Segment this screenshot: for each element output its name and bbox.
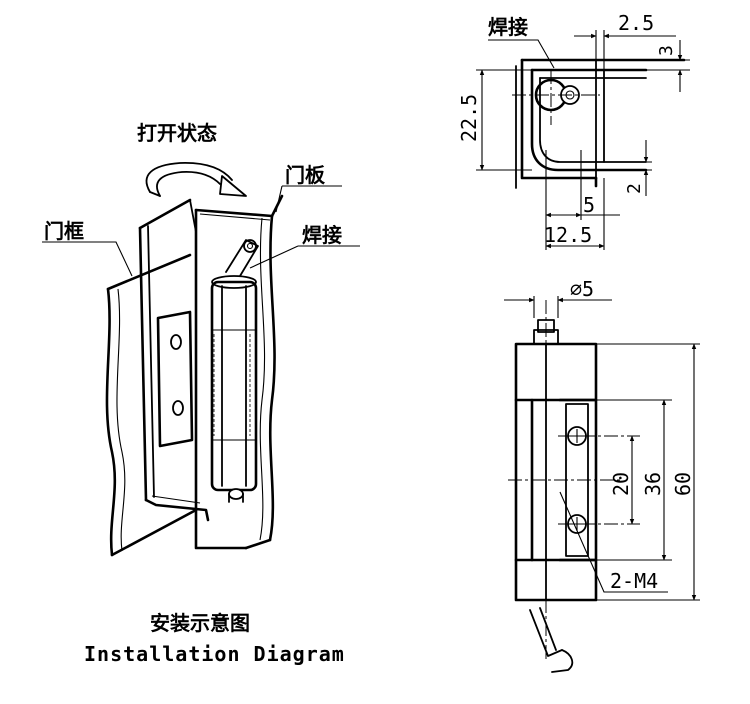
dim-phi5: ⌀5 bbox=[570, 277, 594, 301]
leader-2-m4 bbox=[559, 491, 668, 593]
label-weld: 焊接 bbox=[302, 223, 342, 247]
label-door-panel: 门板 bbox=[285, 163, 326, 187]
dim-60: 60 bbox=[671, 472, 695, 496]
label-2-m4: 2-M4 bbox=[610, 569, 658, 593]
caption-en: Installation Diagram bbox=[84, 642, 345, 666]
hinge-barrel bbox=[210, 275, 258, 503]
installation-illustration: 打开状态 门板 门框 焊接 安装示意图 Installation Diagram bbox=[42, 121, 360, 666]
frame-bend bbox=[144, 495, 210, 522]
dim-36: 36 bbox=[641, 472, 665, 496]
leader-weld-top bbox=[488, 39, 555, 69]
leader-weld bbox=[249, 245, 299, 269]
dim-20: 20 bbox=[609, 472, 633, 496]
dim-3: 3 bbox=[656, 45, 677, 56]
leader-door-frame bbox=[42, 241, 133, 277]
leader-door-panel-tip bbox=[275, 185, 283, 213]
door-frame bbox=[105, 198, 198, 557]
label-door-frame: 门框 bbox=[44, 219, 84, 243]
weld-tab bbox=[225, 239, 259, 277]
caption-cn: 安装示意图 bbox=[150, 611, 250, 635]
frame-leaf bbox=[156, 310, 194, 448]
label-open-state: 打开状态 bbox=[137, 121, 217, 145]
dim-22-5: 22.5 bbox=[457, 94, 481, 142]
dim-2: 2 bbox=[624, 183, 645, 194]
open-state-arrow bbox=[145, 162, 247, 197]
front-view: ⌀5 20 36 60 2-M4 bbox=[504, 277, 700, 673]
dim-2-5: 2.5 bbox=[618, 11, 654, 35]
dim-5: 5 bbox=[583, 193, 595, 217]
dim-12-5: 12.5 bbox=[544, 223, 592, 247]
label-weld-top: 焊接 bbox=[488, 15, 528, 39]
top-view: 2.5 3 22.5 2 5 12.5 焊接 bbox=[457, 11, 690, 250]
